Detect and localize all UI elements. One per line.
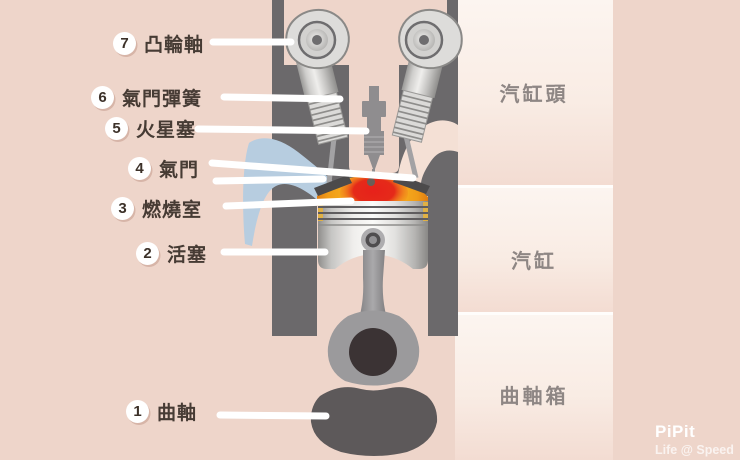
cylinder-wall-left <box>272 196 317 336</box>
label-valve-spring-text: 氣門彈簧 <box>122 89 203 110</box>
label-number-badge: 2 <box>136 242 159 265</box>
label-crankshaft: 1 曲軸 <box>126 398 197 425</box>
leader-line-valve-left <box>212 175 327 185</box>
camshaft-right <box>398 8 463 70</box>
crank-journal <box>349 328 397 376</box>
piston-graphic <box>318 201 428 269</box>
brand-name: PiPit <box>655 422 696 441</box>
label-number-badge: 3 <box>111 197 134 220</box>
label-camshaft: 7 凸輪軸 <box>113 30 204 57</box>
label-spark-plug-text: 火星塞 <box>136 120 197 141</box>
leader-line-crankshaft <box>216 411 330 420</box>
label-spark-plug: 5 火星塞 <box>105 115 196 142</box>
label-number-badge: 7 <box>113 32 136 55</box>
leader-line-combustion-chamber <box>222 197 355 210</box>
label-number-badge: 6 <box>91 86 114 109</box>
label-valve: 4 氣門 <box>128 155 199 182</box>
leader-lines <box>194 38 417 420</box>
leader-line-spark-plug <box>194 125 370 135</box>
valve-head-intake <box>314 175 352 196</box>
band-section-cylinder: 汽缸 <box>455 188 613 315</box>
label-number-badge: 1 <box>126 400 149 423</box>
label-piston: 2 活塞 <box>136 240 207 267</box>
camshaft-left <box>285 8 350 70</box>
leader-line-valve-spring <box>220 93 344 103</box>
label-number-badge: 4 <box>128 157 151 180</box>
label-piston-text: 活塞 <box>167 245 208 266</box>
label-crankshaft-text: 曲軸 <box>157 403 198 424</box>
right-band: 汽缸頭 汽缸 曲軸箱 <box>455 0 613 460</box>
label-valve-text: 氣門 <box>159 160 200 181</box>
band-section-crankcase: 曲軸箱 <box>455 315 613 460</box>
brand-logo: PiPit Life @ Speed <box>655 422 734 457</box>
band-section-cylinder-head: 汽缸頭 <box>455 0 613 188</box>
label-combustion-chamber: 3 燃燒室 <box>111 195 202 222</box>
brand-tagline: Life @ Speed <box>655 443 734 457</box>
crankcase-label: 曲軸箱 <box>499 386 569 408</box>
label-camshaft-text: 凸輪軸 <box>144 35 205 56</box>
label-valve-spring: 6 氣門彈簧 <box>91 84 202 111</box>
cylinder-head-label: 汽缸頭 <box>499 84 569 106</box>
cylinder-wall-right <box>428 196 458 336</box>
label-number-badge: 5 <box>105 117 128 140</box>
crankshaft-graphic <box>310 328 438 456</box>
cylinder-label: 汽缸 <box>511 250 557 273</box>
leader-line-valve-right <box>208 159 417 182</box>
spark-plug-graphic <box>362 86 386 176</box>
label-combustion-chamber-text: 燃燒室 <box>142 200 203 221</box>
